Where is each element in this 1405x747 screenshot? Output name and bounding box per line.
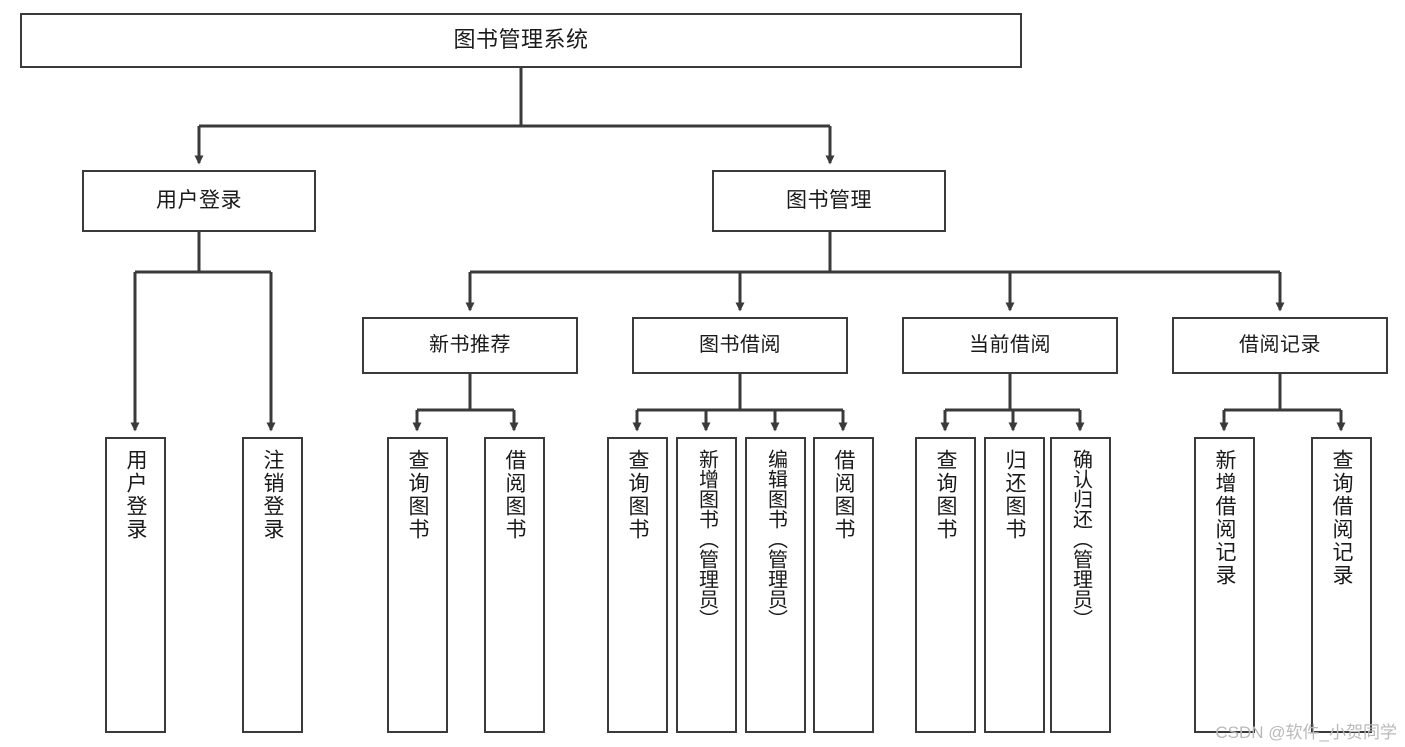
node-book-borrow-label: 图书借阅 [699,334,781,357]
node-root-label: 图书管理系统 [453,27,589,53]
node-book-manage[interactable]: 图书管理 [712,170,946,232]
node-leaf-return-book[interactable]: 归还图书 [984,437,1045,733]
watermark-label: CSDN @软件_小贺同学 [1215,723,1397,742]
node-leaf-borrow-book-1[interactable]: 借阅图书 [484,437,545,733]
node-leaf-query-record[interactable]: 查询借阅记录 [1311,437,1372,733]
node-borrow-record-label: 借阅记录 [1239,334,1321,357]
node-leaf-edit-book-label: 编辑图书（管理员） [764,449,787,629]
node-leaf-logout-label: 注销登录 [261,449,284,541]
node-leaf-query-book-2-label: 查询图书 [626,449,649,541]
node-current-borrow-label: 当前借阅 [969,334,1051,357]
node-leaf-query-book-1[interactable]: 查询图书 [387,437,448,733]
node-leaf-query-book-1-label: 查询图书 [406,449,429,541]
node-leaf-user-login[interactable]: 用户登录 [105,437,166,733]
node-book-borrow[interactable]: 图书借阅 [632,317,848,374]
node-leaf-edit-book[interactable]: 编辑图书（管理员） [745,437,806,733]
node-leaf-add-book[interactable]: 新增图书（管理员） [676,437,737,733]
node-leaf-confirm-return-label: 确认归还（管理员） [1069,449,1092,629]
node-leaf-borrow-book-1-label: 借阅图书 [503,449,526,541]
node-leaf-query-book-2[interactable]: 查询图书 [607,437,668,733]
node-borrow-record[interactable]: 借阅记录 [1172,317,1388,374]
node-new-book-rec-label: 新书推荐 [429,334,511,357]
node-leaf-query-book-3[interactable]: 查询图书 [915,437,976,733]
node-leaf-return-book-label: 归还图书 [1003,449,1026,541]
node-leaf-borrow-book-2-label: 借阅图书 [832,449,855,541]
node-leaf-add-book-label: 新增图书（管理员） [695,449,718,629]
node-book-manage-label: 图书管理 [786,189,872,213]
node-leaf-query-record-label: 查询借阅记录 [1330,449,1353,587]
node-leaf-add-record-label: 新增借阅记录 [1213,449,1236,587]
node-root[interactable]: 图书管理系统 [20,13,1022,68]
node-user-login-label: 用户登录 [156,189,242,213]
node-leaf-add-record[interactable]: 新增借阅记录 [1194,437,1255,733]
node-user-login[interactable]: 用户登录 [82,170,316,232]
node-leaf-confirm-return[interactable]: 确认归还（管理员） [1050,437,1111,733]
node-leaf-borrow-book-2[interactable]: 借阅图书 [813,437,874,733]
node-new-book-rec[interactable]: 新书推荐 [362,317,578,374]
node-leaf-query-book-3-label: 查询图书 [934,449,957,541]
node-leaf-logout[interactable]: 注销登录 [242,437,303,733]
node-current-borrow[interactable]: 当前借阅 [902,317,1118,374]
node-leaf-user-login-label: 用户登录 [124,449,147,541]
